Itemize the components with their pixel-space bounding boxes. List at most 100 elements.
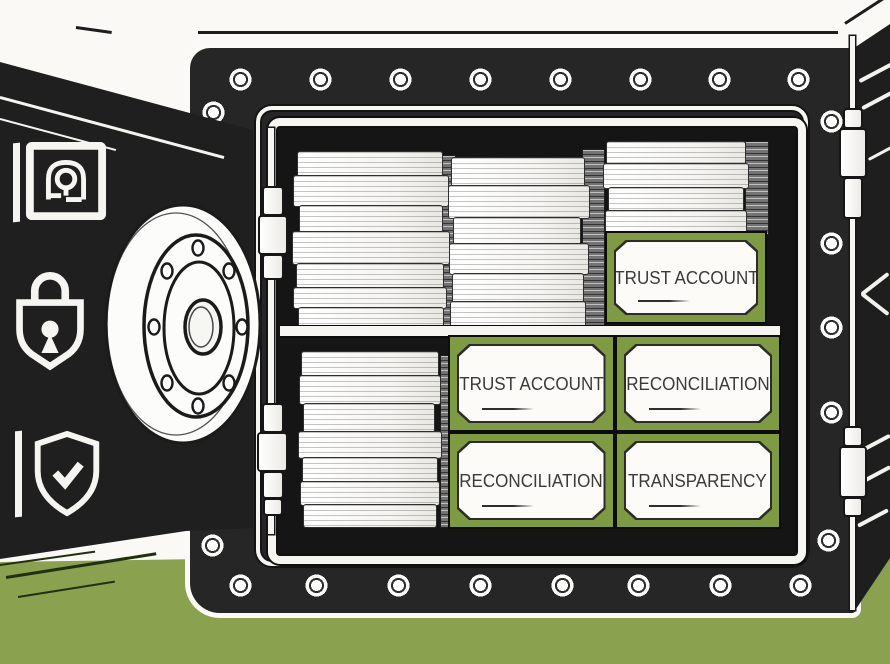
shelf [280, 326, 780, 336]
rivet [819, 400, 843, 424]
card-border: RECONCILIATION [623, 344, 772, 423]
hinge-barrel [259, 434, 286, 470]
paper-stack-top-left [297, 264, 443, 288]
hinge-cap [264, 405, 282, 431]
hinge-cap [264, 188, 282, 214]
rivet [548, 67, 572, 91]
hatch-line [862, 465, 890, 483]
paper-stack-top-left [294, 176, 448, 206]
rivet [819, 109, 843, 133]
paper-stack-top-middle [452, 158, 584, 186]
card-underline [648, 504, 701, 507]
right-hinge-rod [850, 36, 855, 610]
paper-stack-bottom-left [301, 482, 439, 505]
paper-stack-top-left [294, 288, 446, 308]
paper-stack-top-middle [450, 244, 588, 274]
rivet [200, 533, 224, 557]
card-underline [638, 299, 691, 302]
card-border: TRANSPARENCY [623, 441, 772, 520]
paper-stack-top-middle [451, 302, 585, 328]
rivet [819, 231, 843, 255]
rivet [819, 315, 843, 339]
rivet [386, 573, 410, 597]
rivet [628, 67, 652, 91]
hinge-cap [845, 428, 861, 445]
hatch-line [857, 508, 889, 528]
rivet [468, 573, 492, 597]
card-label: RECONCILIATION [459, 469, 603, 491]
rivet [626, 573, 650, 597]
hinge-cap [845, 110, 861, 127]
paper-stack-bottom-left [304, 404, 434, 432]
card-underline [482, 504, 535, 507]
hinge-barrel [260, 217, 286, 253]
card-label: TRUST ACCOUNT [613, 266, 759, 288]
card-label: TRANSPARENCY [628, 469, 768, 491]
paper-stack-edge [746, 142, 768, 234]
rivet [708, 573, 732, 597]
paper-stack-bottom-left [300, 376, 440, 404]
paper-stack-bottom-left [304, 505, 436, 527]
paper-stack-top-left [299, 308, 443, 327]
rivet [388, 67, 412, 91]
card-transparency: TRANSPARENCY [616, 434, 779, 527]
safe-dial-icon [13, 140, 108, 223]
paper-stack-top-right [604, 164, 748, 188]
accent-line [75, 26, 112, 34]
hinge-cap [845, 499, 861, 515]
card-reconciliation: RECONCILIATION [616, 337, 779, 430]
paper-stack-top-left [293, 232, 449, 264]
hatch-line [861, 89, 890, 111]
card-underline [482, 407, 535, 410]
card-face: TRANSPARENCY [625, 443, 770, 518]
paper-stack-bottom-left [302, 352, 438, 376]
rivet [468, 67, 492, 91]
accent-line [844, 0, 887, 25]
hinge-cap [265, 500, 281, 514]
rivet [707, 67, 731, 91]
rivet [786, 67, 810, 91]
paper-stack-top-left [300, 206, 442, 232]
card-face: RECONCILIATION [459, 443, 604, 518]
chevron-line [860, 291, 890, 317]
hinge-cap [264, 256, 282, 278]
card-border: RECONCILIATION [457, 441, 606, 520]
icon-3d-edge [13, 142, 20, 223]
card-label: TRUST ACCOUNT [459, 372, 604, 394]
card-trust-account: TRUST ACCOUNT [450, 337, 613, 430]
card-border: TRUST ACCOUNT [614, 240, 758, 315]
hatch-line [858, 60, 890, 84]
paper-stack-top-right [609, 188, 743, 211]
paper-stack-top-middle [453, 274, 583, 302]
hinge-cap [845, 179, 861, 217]
door-hinge-rod [268, 128, 274, 534]
hinge-cap [264, 473, 282, 497]
accent-line [198, 31, 838, 34]
paper-stack-top-right [607, 142, 745, 164]
shield-check-icon [15, 428, 108, 518]
rivet [304, 573, 328, 597]
hatch-line [867, 146, 890, 161]
card-grid: TRUST ACCOUNT RECONCILIATION RECONCILIAT… [450, 337, 779, 527]
icon-3d-edge [15, 430, 22, 518]
card-face: TRUST ACCOUNT [459, 346, 604, 421]
paper-stack-top-left [298, 152, 442, 176]
padlock-icon [10, 252, 90, 374]
rivet [788, 573, 812, 597]
rivet [228, 67, 252, 91]
card-border: TRUST ACCOUNT [457, 344, 606, 423]
card-reconciliation-2: RECONCILIATION [450, 434, 613, 527]
rivet [228, 573, 252, 597]
chevron-line [860, 271, 890, 297]
paper-stack-top-middle [454, 218, 580, 244]
rivet [816, 528, 840, 552]
card-face: RECONCILIATION [625, 346, 770, 421]
rivet [550, 573, 574, 597]
paper-stack-top-middle [449, 186, 589, 218]
paper-stack-bottom-left [299, 432, 441, 458]
card-face: TRUST ACCOUNT [616, 242, 756, 313]
card-underline [648, 407, 701, 410]
card-trust-account-top: TRUST ACCOUNT [607, 233, 765, 322]
paper-stack-top-right [606, 211, 746, 233]
